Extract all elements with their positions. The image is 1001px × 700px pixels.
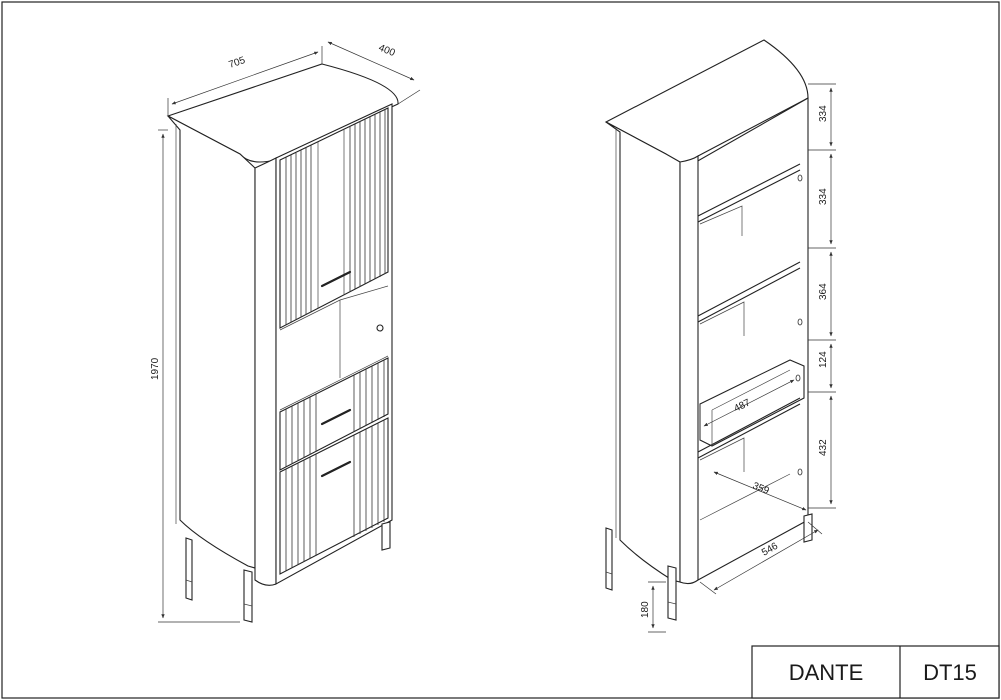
upper-door (279, 107, 389, 329)
dim-compartment-2: 334 (818, 188, 829, 205)
open-niche (279, 285, 389, 411)
open-cabinet-view: 334 334 364 124 432 487 359 546 180 (604, 39, 836, 633)
dim-compartment-5: 432 (818, 439, 829, 456)
dim-compartment-1: 334 (818, 105, 829, 122)
title-block: DANTE DT15 (751, 645, 1000, 699)
dim-inner-depth: 359 (751, 481, 771, 498)
lower-door-flutes (285, 420, 385, 571)
inner-drawer-box (699, 359, 805, 447)
lower-door (279, 417, 389, 575)
drawer-handle (320, 408, 352, 426)
closed-cabinet-view: 705 400 1970 (150, 41, 421, 623)
drawer-flutes (285, 360, 385, 467)
cabinet-rounded-corner (254, 157, 277, 586)
carcass-side-panel (605, 121, 681, 583)
cabinet-legs (185, 521, 391, 623)
dim-depth: 400 (377, 43, 397, 60)
upper-door-flutes (285, 110, 386, 325)
dim-leg-height: 180 (640, 601, 651, 618)
dim-bottom-width: 546 (760, 541, 780, 559)
cabinet-side-panel (167, 115, 256, 569)
upper-door-handle (320, 270, 352, 288)
dim-width: 705 (227, 55, 247, 71)
dim-compartment-4: 124 (818, 351, 829, 368)
dim-inner-width: 487 (732, 397, 752, 415)
drawer-front (279, 357, 389, 471)
dim-height: 1970 (150, 357, 161, 380)
niche-knob (376, 324, 384, 332)
dim-compartment-3: 364 (818, 283, 829, 300)
carcass-rounded-corner (679, 154, 699, 585)
product-name: DANTE (789, 660, 864, 685)
carcass-shelves (697, 163, 801, 521)
shelf-pins (795, 174, 803, 476)
product-code: DT15 (923, 660, 977, 685)
lower-door-handle (320, 460, 352, 478)
